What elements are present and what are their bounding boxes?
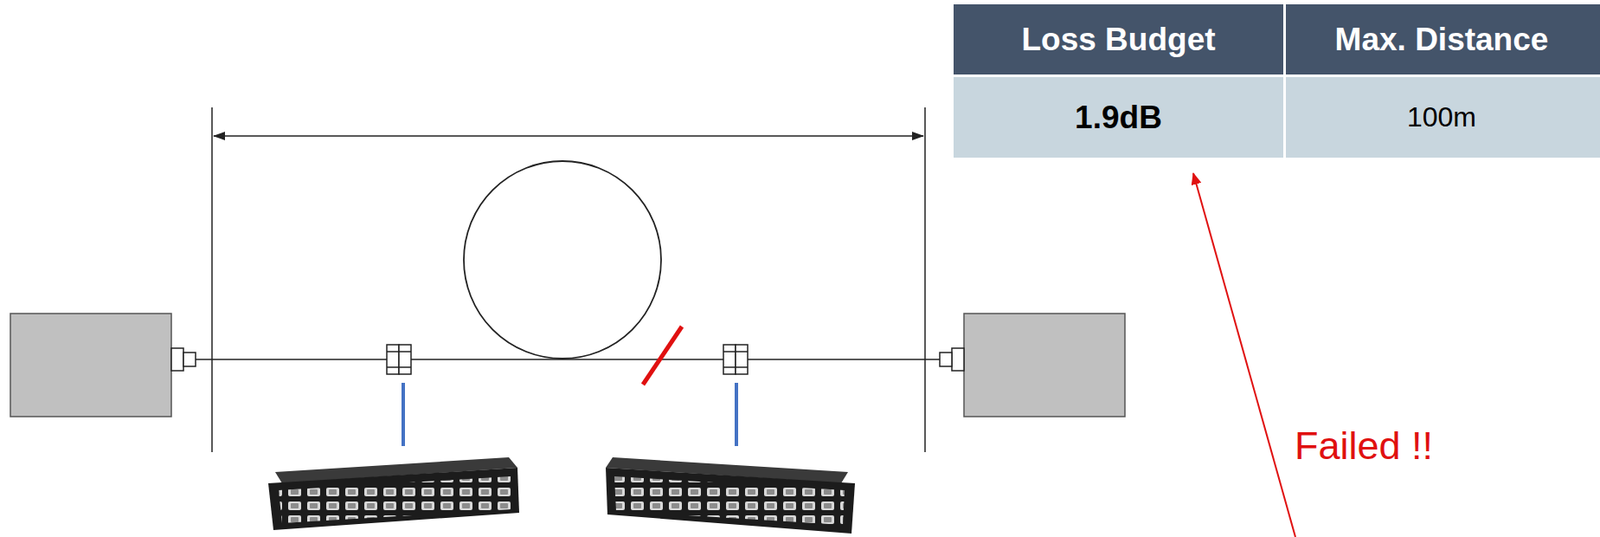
dimension-arrow: [213, 134, 924, 137]
equipment-box: [10, 313, 172, 417]
table-header: Max. Distance: [1285, 4, 1598, 75]
equipment-box: [963, 313, 1125, 417]
table-header-cell: [953, 4, 1284, 75]
table-cell: [1285, 77, 1600, 158]
patch-panel: [605, 456, 855, 534]
leader-line: [734, 382, 739, 446]
connector-symbol: [386, 344, 412, 374]
connector-symbol: [171, 347, 196, 371]
connector-symbol: [939, 347, 964, 371]
break-mark: [642, 326, 682, 385]
extension-line: [211, 107, 213, 452]
table-header-cell: [1285, 4, 1600, 75]
leader-line: [401, 382, 405, 446]
connector-symbol: [723, 344, 748, 374]
table-cell: 100m: [1285, 77, 1598, 158]
table-header: Loss Budget: [953, 4, 1284, 75]
callout-leader: [1193, 173, 1296, 537]
patch-panel: [268, 456, 520, 530]
extension-line: [924, 107, 926, 452]
table-cell: 1.9dB: [953, 77, 1284, 158]
callout-text: Failed !!: [1294, 415, 1555, 476]
fiber-loop: [463, 160, 662, 359]
table-cell: [953, 77, 1284, 158]
